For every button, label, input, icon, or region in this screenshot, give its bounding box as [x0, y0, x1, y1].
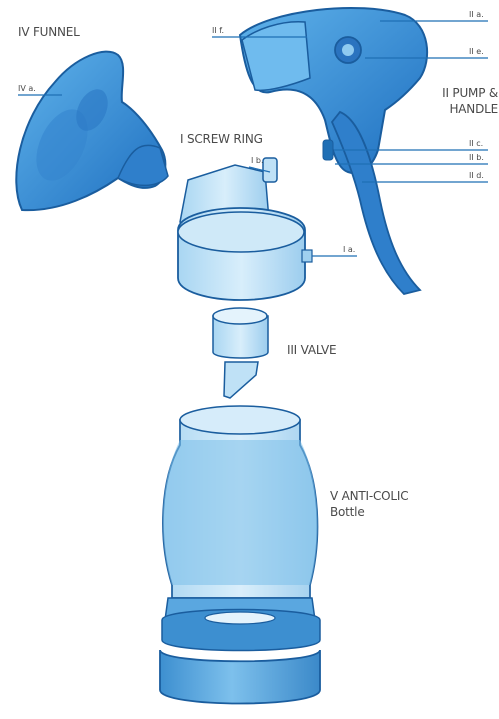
label-iid: II d. — [469, 171, 484, 180]
label-iie: II e. — [469, 47, 484, 56]
label-ia: I a. — [343, 245, 355, 254]
label-iib: II b. — [469, 153, 484, 162]
label-iif: II f. — [212, 26, 224, 35]
bottle-part — [160, 406, 320, 704]
pump-handle-title-line1: II PUMP & — [436, 85, 498, 101]
bottle-title-line1: V ANTI-COLIC — [330, 488, 408, 504]
funnel-title: IV FUNNEL — [18, 25, 80, 39]
pump-handle-title: II PUMP & HANDLE — [436, 85, 498, 117]
screw-ring-title: I SCREW RING — [180, 132, 263, 146]
bottle-title-line2: Bottle — [330, 504, 408, 520]
label-iva: IV a. — [18, 84, 36, 93]
pump-handle-title-line2: HANDLE — [436, 101, 498, 117]
bottle-title: V ANTI-COLIC Bottle — [330, 488, 408, 520]
valve-title: III VALVE — [287, 343, 336, 357]
label-iic: II c. — [469, 139, 483, 148]
valve-part — [213, 308, 268, 398]
screw-ring-part — [178, 158, 312, 300]
label-ib: I b. — [251, 156, 264, 165]
funnel-part — [16, 52, 168, 211]
label-iia: II a. — [469, 10, 484, 19]
